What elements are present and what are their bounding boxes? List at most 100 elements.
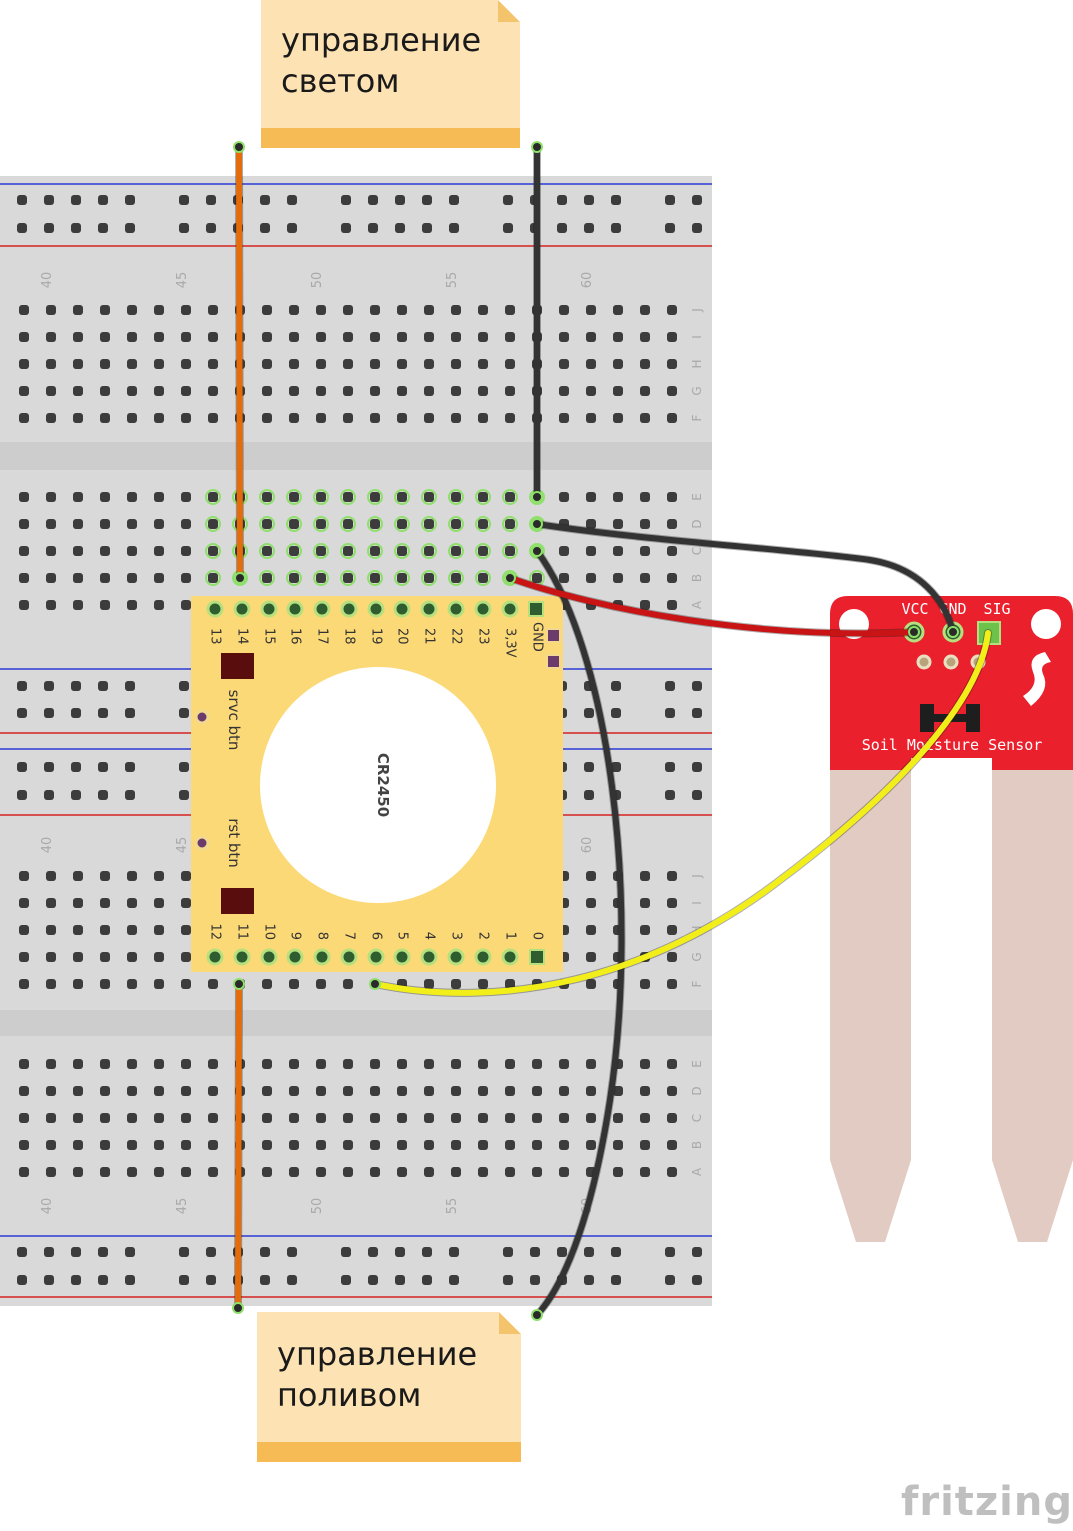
row-letter: G xyxy=(690,952,704,961)
breadboard-hole xyxy=(71,681,81,691)
sparkfun-logo-icon xyxy=(1023,652,1051,706)
breadboard-hole xyxy=(586,979,596,989)
breadboard-hole xyxy=(505,519,515,529)
breadboard-hole xyxy=(287,1247,297,1257)
breadboard-hole xyxy=(640,1140,650,1150)
breadboard-hole xyxy=(343,359,353,369)
breadboard-hole xyxy=(370,546,380,556)
pin-label: 3,3V xyxy=(503,628,518,658)
breadboard-hole xyxy=(19,1140,29,1150)
extra-pad xyxy=(546,654,561,669)
connected-hole xyxy=(421,543,437,559)
breadboard-hole xyxy=(316,386,326,396)
breadboard-hole xyxy=(368,1275,378,1285)
breadboard-hole xyxy=(127,519,137,529)
breadboard-hole xyxy=(181,925,191,935)
breadboard-hole xyxy=(478,305,488,315)
breadboard-hole xyxy=(343,546,353,556)
breadboard-hole xyxy=(154,573,164,583)
breadboard-hole xyxy=(368,195,378,205)
pin-label: 15 xyxy=(262,628,277,645)
pin-label: 2 xyxy=(476,932,491,940)
breadboard-hole xyxy=(262,573,272,583)
breadboard-hole xyxy=(451,413,461,423)
red-wire xyxy=(507,575,917,637)
breadboard-hole xyxy=(208,1059,218,1069)
breadboard-hole xyxy=(478,546,488,556)
breadboard-hole xyxy=(478,359,488,369)
breadboard-hole xyxy=(451,359,461,369)
wire-end xyxy=(531,545,543,557)
pin-label: 0 xyxy=(530,932,545,940)
breadboard-hole xyxy=(46,546,56,556)
module-pin xyxy=(367,948,385,966)
breadboard-hole xyxy=(100,386,110,396)
module-pin xyxy=(501,948,519,966)
module-pin xyxy=(286,600,304,618)
breadboard-hole xyxy=(46,519,56,529)
breadboard-hole xyxy=(586,546,596,556)
pin-label: 18 xyxy=(342,628,357,645)
wire-end xyxy=(504,572,516,584)
breadboard-hole xyxy=(262,1059,272,1069)
breadboard-hole xyxy=(586,925,596,935)
breadboard-hole xyxy=(100,1113,110,1123)
breadboard-hole xyxy=(100,898,110,908)
breadboard-hole xyxy=(503,195,513,205)
breadboard-hole xyxy=(532,573,542,583)
breadboard-hole xyxy=(559,305,569,315)
row-letter: E xyxy=(690,1060,704,1068)
breadboard-hole xyxy=(125,1275,135,1285)
breadboard-hole xyxy=(289,305,299,315)
breadboard-hole xyxy=(584,790,594,800)
breadboard-hole xyxy=(586,952,596,962)
breadboard-hole xyxy=(100,492,110,502)
breadboard-hole xyxy=(46,492,56,502)
row-letter: D xyxy=(690,1086,704,1095)
breadboard-hole xyxy=(181,332,191,342)
breadboard-hole xyxy=(424,1086,434,1096)
wire-end xyxy=(531,518,543,530)
sensor-name: Soil Moisture Sensor xyxy=(862,736,1043,754)
breadboard-hole xyxy=(505,492,515,502)
breadboard-hole xyxy=(19,519,29,529)
module-pin xyxy=(393,948,411,966)
breadboard-hole xyxy=(73,332,83,342)
breadboard-hole xyxy=(73,413,83,423)
breadboard-hole xyxy=(208,519,218,529)
breadboard-hole xyxy=(73,952,83,962)
breadboard-hole xyxy=(127,1086,137,1096)
breadboard-hole xyxy=(73,359,83,369)
breadboard-hole xyxy=(451,1086,461,1096)
breadboard-hole xyxy=(640,305,650,315)
breadboard-hole xyxy=(559,413,569,423)
connected-hole xyxy=(205,543,221,559)
breadboard-hole xyxy=(559,1086,569,1096)
yellow-wire xyxy=(372,630,991,996)
breadboard-hole xyxy=(181,979,191,989)
breadboard-hole xyxy=(73,573,83,583)
breadboard-hole xyxy=(584,762,594,772)
extra-pad xyxy=(546,628,561,643)
note-light-line-1: управление xyxy=(281,21,482,59)
breadboard-hole xyxy=(613,359,623,369)
column-number: 50 xyxy=(310,272,325,289)
breadboard-hole xyxy=(449,1275,459,1285)
breadboard-hole xyxy=(98,223,108,233)
breadboard-hole xyxy=(125,1247,135,1257)
breadboard-hole xyxy=(557,1247,567,1257)
breadboard-hole xyxy=(611,223,621,233)
orange-wire-bottom xyxy=(235,981,242,1311)
breadboard-hole xyxy=(262,1113,272,1123)
breadboard-hole xyxy=(100,413,110,423)
breadboard-hole xyxy=(370,386,380,396)
breadboard-hole xyxy=(343,386,353,396)
column-number: 55 xyxy=(445,272,460,289)
breadboard-hole xyxy=(181,898,191,908)
sensor-chip xyxy=(966,704,980,732)
breadboard-hole xyxy=(208,1140,218,1150)
breadboard-hole xyxy=(127,359,137,369)
breadboard-hole xyxy=(503,223,513,233)
breadboard-hole xyxy=(341,1247,351,1257)
breadboard-hole xyxy=(19,386,29,396)
